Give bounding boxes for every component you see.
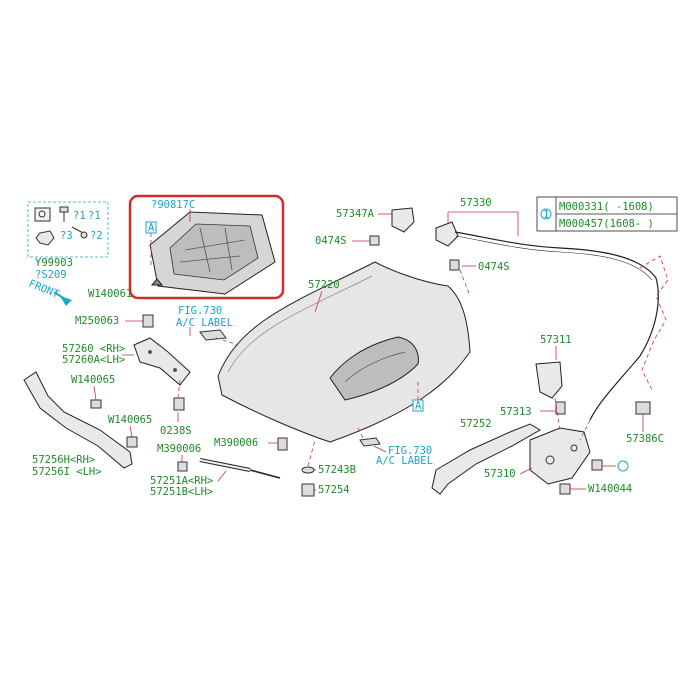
- ac-label-sticker: [199, 329, 227, 341]
- part-m000331: M000331( -1608): [559, 201, 654, 213]
- reference-box: 1 M000331( -1608) M000457(1608- ): [536, 196, 678, 232]
- part-0238s: 0238S: [160, 425, 192, 437]
- part-57260a-lh: 57260A<LH>: [62, 354, 125, 366]
- hood-release-cable: [454, 231, 659, 421]
- bracket-icon: [391, 207, 415, 233]
- hood-seal: [23, 371, 133, 469]
- part-57254: 57254: [318, 484, 350, 496]
- hood-hinge: [133, 337, 191, 386]
- part-57251b-lh: 57251B<LH>: [150, 486, 213, 498]
- bolt-icon: [591, 459, 603, 471]
- hood-gas-strut: [199, 458, 281, 479]
- part-fig730-top: FIG.730: [178, 305, 222, 317]
- bolt-icon: [90, 399, 102, 409]
- part-57310: 57310: [484, 468, 516, 480]
- bolt-icon: [59, 206, 69, 222]
- part-57330: 57330: [460, 197, 492, 209]
- highlight-box: [128, 194, 285, 300]
- part-57313: 57313: [500, 406, 532, 418]
- part-57347a: 57347A: [336, 208, 375, 220]
- nut-icon: [173, 397, 185, 411]
- ref-a-bot: A: [415, 400, 422, 412]
- hood-latch: [529, 427, 591, 485]
- hood-seal-right: [431, 423, 541, 495]
- bolt-icon: [449, 259, 460, 271]
- part-57311: 57311: [540, 334, 572, 346]
- part-90817c: ?90817C: [151, 199, 195, 211]
- part-m390006-b: M390006: [214, 437, 258, 449]
- hardware-inset: ?1 ?1 ?3 ?2 Y99903 ?S209: [27, 201, 109, 281]
- part-m000457: M000457(1608- ): [559, 218, 654, 230]
- circle-ref-1-latch: [617, 460, 629, 472]
- inset-key-1a: ?1: [73, 210, 86, 222]
- bump-stop-icon: [301, 483, 315, 497]
- part-m390006-a: M390006: [157, 443, 201, 455]
- ac-label-sticker: [359, 437, 381, 447]
- striker-icon: [535, 361, 563, 399]
- part-s209: ?S209: [35, 269, 67, 281]
- part-m250063: M250063: [75, 315, 119, 327]
- part-w140061: W140061: [88, 288, 132, 300]
- clip-icon: [34, 207, 51, 222]
- part-ac-label-top: A/C LABEL: [176, 317, 233, 329]
- part-w140065-a: W140065: [71, 374, 115, 386]
- nut-icon: [35, 230, 55, 246]
- pad-icon: [301, 466, 315, 474]
- stud-icon: [277, 437, 288, 451]
- grommet-icon: [142, 314, 154, 328]
- bolt-icon: [559, 483, 571, 495]
- part-57386c: 57386C: [626, 433, 664, 445]
- part-w140044: W140044: [588, 483, 632, 495]
- part-57256h-rh: 57256H<RH>: [32, 454, 95, 466]
- hood-panel: [217, 261, 471, 443]
- part-57260-rh: 57260 <RH>: [62, 343, 125, 355]
- screw-icon: [71, 226, 88, 239]
- part-57220: 57220: [308, 279, 340, 291]
- circle-ref-1: [540, 208, 552, 220]
- highlighted-insulator: ?90817C A: [128, 194, 285, 300]
- front-label: FRONT: [27, 278, 61, 301]
- latch-release-icon: [435, 221, 459, 247]
- part-y99903: Y99903: [35, 257, 73, 269]
- cable-clip-icon: [635, 401, 651, 415]
- inset-key-1b: ?1: [88, 210, 101, 222]
- part-57243b: 57243B: [318, 464, 356, 476]
- circle-ref-1-label: 1: [543, 209, 549, 221]
- bolt-icon: [369, 235, 380, 246]
- bolt-icon: [555, 401, 566, 415]
- hood-scoop-opening: [329, 336, 419, 401]
- bolt-icon: [126, 436, 138, 448]
- inset-key-2: ?2: [90, 230, 103, 242]
- stud-icon: [177, 461, 188, 472]
- part-57251a-rh: 57251A<RH>: [150, 475, 213, 487]
- part-w140065-b: W140065: [108, 414, 152, 426]
- part-0474s-a: 0474S: [315, 235, 347, 247]
- clip-icon: [150, 278, 164, 286]
- part-57252: 57252: [460, 418, 492, 430]
- front-indicator: FRONT: [27, 278, 72, 306]
- inset-key-3: ?3: [60, 230, 73, 242]
- ref-a-top: A: [148, 222, 155, 234]
- part-fig730-bot: FIG.730: [388, 445, 432, 457]
- part-ac-label-bot: A/C LABEL: [376, 455, 433, 467]
- part-0474s-b: 0474S: [478, 261, 510, 273]
- part-57256i-lh: 57256I <LH>: [32, 466, 102, 478]
